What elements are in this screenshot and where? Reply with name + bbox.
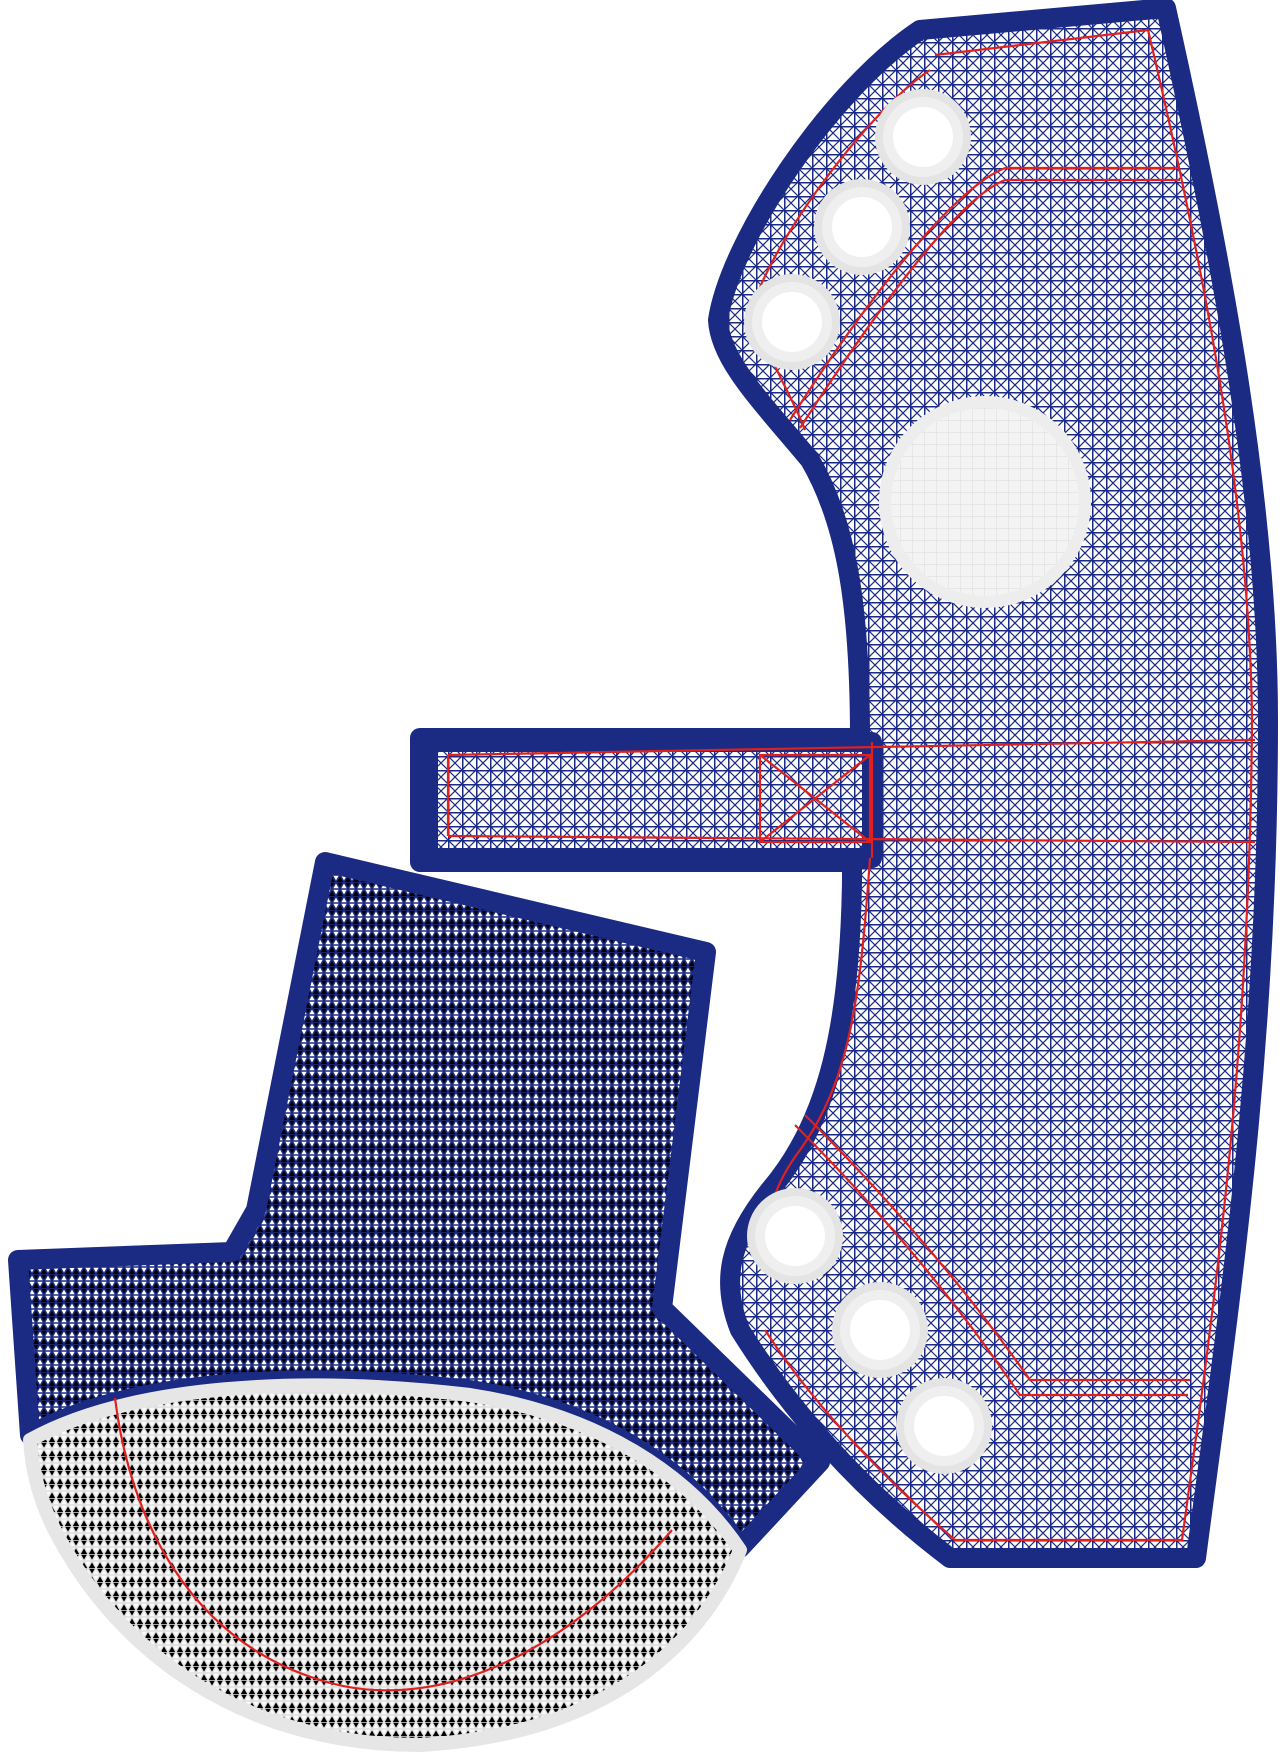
cut-lines-right [446, 28, 1256, 1542]
cut-line-inner-top [753, 69, 931, 431]
cut-line-horizontal-a [447, 738, 1256, 757]
hole-6-inner [914, 1396, 974, 1456]
cut-line-cup [113, 1397, 673, 1692]
piece-strap-left [418, 732, 882, 868]
hole-4-inner [765, 1206, 825, 1266]
cut-line-outer [764, 28, 1254, 1542]
hole-5-inner [850, 1300, 910, 1360]
piece-cup-lower-left [23, 1378, 747, 1752]
hole-2-inner [832, 197, 892, 257]
hole-1-inner [893, 107, 953, 167]
cut-line-bottom-band [794, 1114, 1190, 1397]
holes [744, 89, 1091, 1474]
strap-left-shape [418, 732, 882, 868]
cut-line-top-band-diag [789, 166, 1006, 429]
hole-large [879, 396, 1091, 608]
cut-line-strap-x [759, 754, 871, 843]
cut-line-horizontal-b [447, 834, 1256, 844]
cut-line-top-band [1005, 166, 1180, 182]
cup-lower-left-shape [23, 1378, 747, 1752]
hole-3-inner [762, 292, 822, 352]
